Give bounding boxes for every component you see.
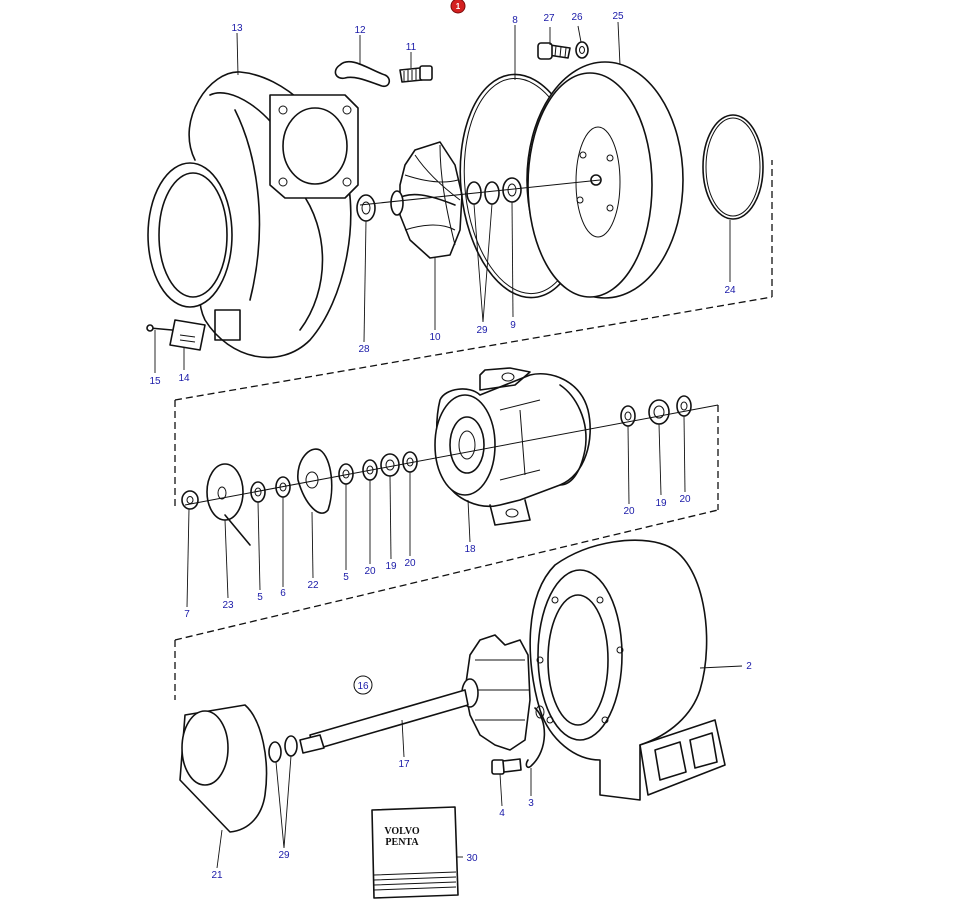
label-13: 13 (231, 23, 243, 34)
screw-27 (537, 42, 571, 60)
plate-14 (169, 319, 206, 351)
label-15: 15 (149, 376, 161, 387)
ring-20d (402, 451, 418, 473)
label-23: 23 (222, 600, 234, 611)
label-28: 28 (358, 344, 370, 355)
nut-28 (356, 194, 376, 222)
compressor-wheel-10 (390, 141, 463, 259)
turbine-wheel-shaft-17 (299, 634, 531, 754)
screw-4 (491, 758, 522, 775)
section-separators (174, 160, 773, 700)
label-25: 25 (612, 11, 624, 22)
label-16: 16 (357, 681, 369, 692)
label-20-a: 20 (623, 506, 635, 517)
label-5-a: 5 (257, 592, 263, 603)
label-27: 27 (543, 13, 555, 24)
label-21: 21 (211, 870, 223, 881)
label-6: 6 (280, 588, 286, 599)
label-7: 7 (184, 609, 190, 620)
label-19-b: 19 (385, 561, 397, 572)
washer-26 (575, 41, 589, 59)
leader-lines (154, 21, 743, 869)
clamp-12 (334, 60, 391, 88)
turbine-housing-2 (529, 539, 726, 801)
badge: 1 (450, 0, 466, 14)
label-29-bottom: 29 (278, 850, 290, 861)
item-16-marker (353, 675, 373, 695)
label-20-c: 20 (364, 566, 376, 577)
bushing-19a (648, 399, 670, 425)
label-10: 10 (429, 332, 441, 343)
heat-shield-21 (179, 704, 268, 833)
label-24: 24 (724, 285, 736, 296)
label-5-b: 5 (343, 572, 349, 583)
plate-23 (206, 463, 251, 546)
screw-15 (146, 324, 173, 332)
book-brand-line-2: PENTA (385, 837, 419, 848)
label-12: 12 (354, 25, 366, 36)
label-19-a: 19 (655, 498, 667, 509)
compressor-housing (147, 71, 359, 359)
label-30: 30 (466, 853, 478, 864)
axis-line-middle (184, 404, 719, 506)
instruction-book-30: VOLVO PENTA (371, 806, 459, 899)
label-4: 4 (499, 808, 505, 819)
axis-line-top (359, 179, 601, 206)
label-18: 18 (464, 544, 476, 555)
label-17: 17 (398, 759, 410, 770)
label-2: 2 (746, 661, 752, 672)
label-22: 22 (307, 580, 319, 591)
part-labels: 13 12 11 8 27 26 25 24 10 29 9 28 15 14 … (149, 11, 752, 881)
washer-7 (181, 490, 199, 510)
label-29-top: 29 (476, 325, 488, 336)
label-11: 11 (406, 42, 417, 53)
oring-24 (702, 114, 764, 220)
label-20-d: 20 (404, 558, 416, 569)
ring-20b (676, 395, 692, 417)
bearing-housing-plate-25 (526, 61, 684, 299)
label-8: 8 (512, 15, 518, 26)
bearing-housing-18 (434, 367, 591, 526)
badge-text: 1 (456, 2, 461, 11)
label-14: 14 (178, 373, 190, 384)
screw-11 (399, 65, 433, 83)
clamp-3 (525, 705, 546, 768)
label-3: 3 (528, 798, 534, 809)
label-20-b: 20 (679, 494, 691, 505)
ring-29b (268, 735, 298, 763)
label-26: 26 (571, 12, 583, 23)
label-9: 9 (510, 320, 516, 331)
book-brand-line-1: VOLVO (384, 826, 420, 837)
